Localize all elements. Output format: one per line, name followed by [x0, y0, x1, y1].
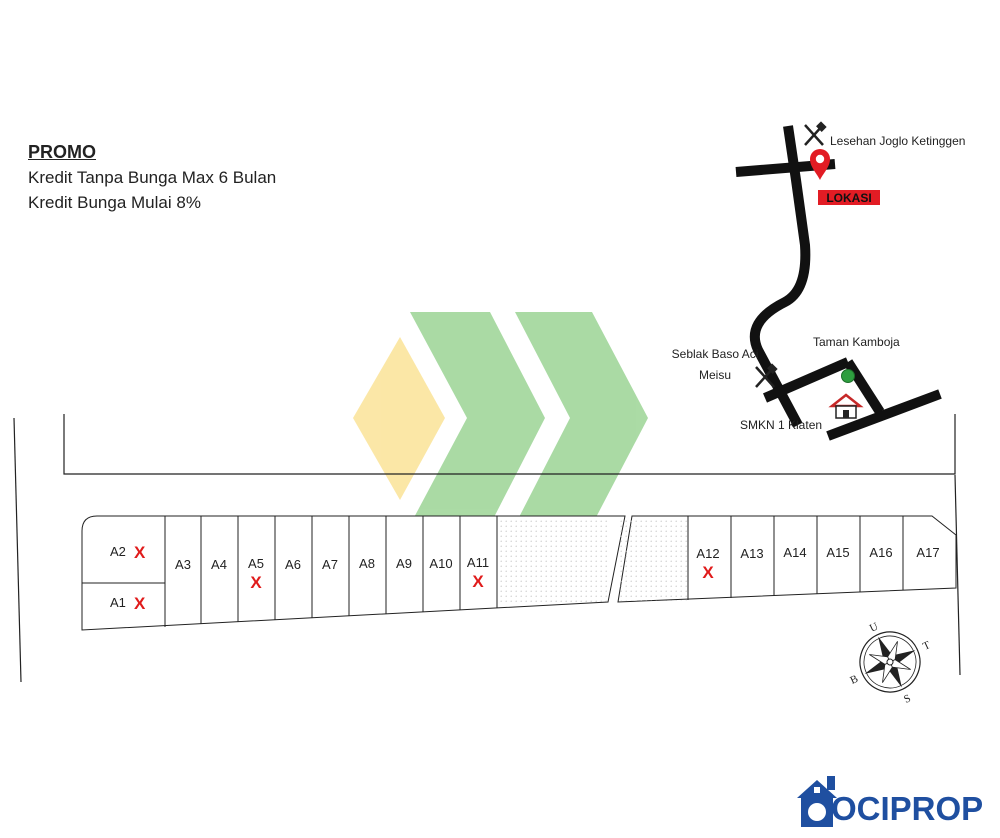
- plot-label-a15: A15: [826, 545, 849, 560]
- restaurant-icon: [755, 363, 778, 388]
- sold-mark-a12: X: [702, 563, 714, 582]
- promo-line-2: Kredit Bunga Mulai 8%: [28, 193, 201, 212]
- road-branch: [763, 357, 850, 403]
- chevron-green-1: [410, 312, 545, 525]
- logo-text: OCIPROP: [831, 790, 984, 827]
- watermark-chevrons: [353, 312, 648, 525]
- plot-label-a13: A13: [740, 546, 763, 561]
- house-logo-icon: [797, 776, 837, 827]
- plot-label-a17: A17: [916, 545, 939, 560]
- compass-letter-u: U: [868, 620, 880, 634]
- plot-label-a5: A5: [248, 556, 264, 571]
- chevron-green-2: [515, 312, 648, 525]
- promo-block: PROMO Kredit Tanpa Bunga Max 6 Bulan Kre…: [28, 142, 276, 213]
- road-outline: [13, 414, 961, 683]
- location-pin-icon: [810, 149, 830, 180]
- road-south: [826, 389, 942, 441]
- promo-title: PROMO: [28, 142, 97, 162]
- plot-label-a16: A16: [869, 545, 892, 560]
- compass-letter-t: T: [921, 639, 932, 653]
- restaurant-icon: [804, 121, 827, 146]
- plot-label-a14: A14: [783, 545, 806, 560]
- map-roads: [735, 125, 942, 441]
- chevron-yellow: [353, 337, 445, 500]
- lokasi-badge: [818, 190, 880, 205]
- plot-labels: A2 X A1 X A3 A4 A5 X A6 A7 A8 A9 A10 A11…: [110, 543, 940, 613]
- plot-label-a8: A8: [359, 556, 375, 571]
- park-icon: [841, 369, 855, 383]
- road-main: [749, 125, 811, 428]
- landmark-smkn: SMKN 1 Klaten: [740, 418, 822, 432]
- sold-mark-a11: X: [472, 572, 484, 591]
- plot-label-a7: A7: [322, 557, 338, 572]
- plot-block: [81, 515, 957, 631]
- plot-label-a9: A9: [396, 556, 412, 571]
- landmark-lesehan: Lesehan Joglo Ketinggen: [830, 134, 965, 148]
- plot-label-a4: A4: [211, 557, 227, 572]
- plot-label-a11: A11: [467, 555, 489, 570]
- sold-mark-a5: X: [250, 573, 262, 592]
- plot-label-a1: A1: [110, 595, 126, 610]
- sold-mark-a2: X: [134, 543, 146, 562]
- plot-label-a2: A2: [110, 544, 126, 559]
- road-branch-2: [843, 359, 885, 415]
- lokasi-label: LOKASI: [826, 191, 871, 205]
- compass-letter-s: S: [902, 692, 913, 705]
- plot-label-a3: A3: [175, 557, 191, 572]
- sold-mark-a1: X: [134, 594, 146, 613]
- plot-label-a12: A12: [696, 546, 719, 561]
- compass-rose: U T S B: [848, 620, 932, 705]
- promo-line-1: Kredit Tanpa Bunga Max 6 Bulan: [28, 168, 277, 187]
- landmark-seblak-line1: Seblak Baso Aci: [672, 347, 759, 361]
- plot-label-a10: A10: [429, 556, 452, 571]
- plot-label-a6: A6: [285, 557, 301, 572]
- landmark-taman: Taman Kamboja: [813, 335, 900, 349]
- school-icon: [828, 393, 864, 419]
- location-map: Lesehan Joglo Ketinggen LOKASI Seblak Ba…: [672, 121, 965, 441]
- compass-letter-b: B: [848, 673, 860, 687]
- landmark-seblak-line2: Meisu: [699, 368, 731, 382]
- brand-logo: OCIPROP: [795, 772, 995, 832]
